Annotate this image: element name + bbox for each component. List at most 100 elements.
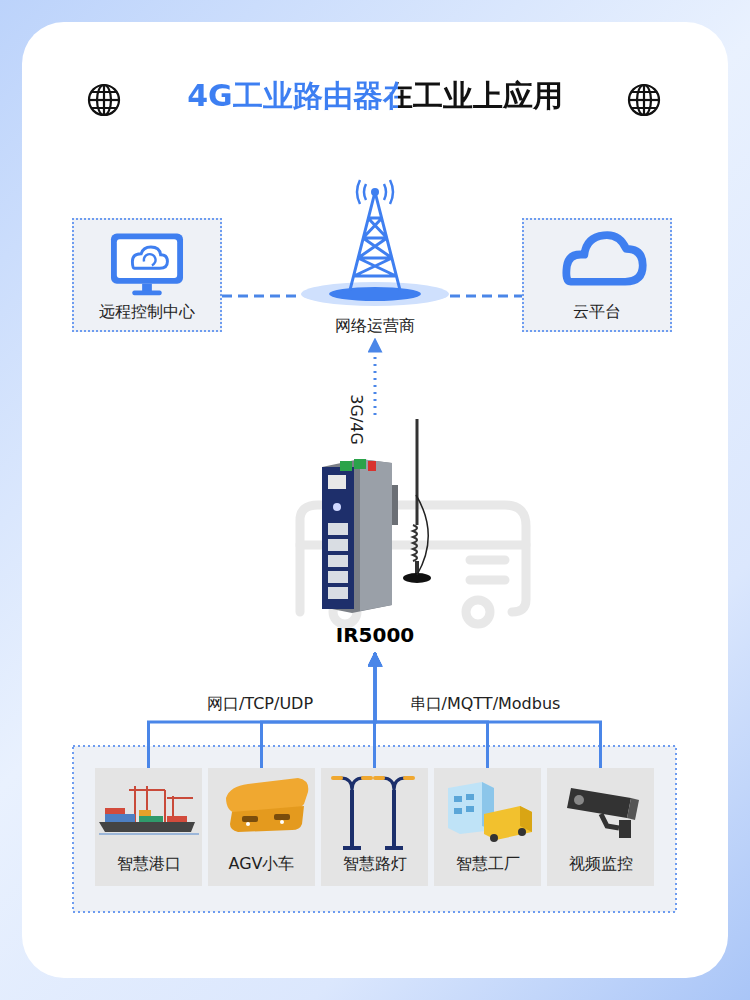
scenario-box: 智慧工厂	[434, 768, 541, 886]
lamp-icon-part	[343, 846, 361, 850]
factory-icon-part	[466, 806, 474, 812]
lamp-icon-part	[361, 776, 373, 780]
camera-icon-part	[619, 820, 631, 838]
monitor-icon-part	[142, 284, 152, 292]
edge-label: 网口/TCP/UDP	[204, 694, 316, 713]
globe-icon	[89, 85, 119, 115]
lamp-icon-part	[373, 776, 385, 780]
tower-icon-part	[357, 180, 393, 204]
router-icon-part	[328, 571, 348, 583]
bus-watermark-part	[470, 560, 505, 580]
connector	[375, 653, 601, 768]
bus-watermark-part	[466, 600, 490, 624]
device-node: IR5000	[300, 415, 450, 652]
node-label: 智慧工厂	[456, 854, 520, 874]
router-icon-part	[354, 459, 366, 469]
lamp-icon-part	[331, 776, 343, 780]
camera-icon-part	[574, 795, 584, 805]
edge-label: 3G/4G	[346, 392, 365, 449]
port-icon-part	[129, 786, 193, 824]
router-icon-part	[413, 525, 417, 561]
monitor-icon-part	[144, 254, 156, 265]
router-icon	[300, 415, 450, 652]
lamp-icon-part	[331, 776, 415, 780]
agv-icon-part	[280, 820, 284, 824]
scenario-box: AGV小车	[208, 768, 315, 886]
endpoint-box: 远程控制中心	[72, 218, 222, 332]
node-label: AGV小车	[228, 854, 294, 874]
scenario-box: 智慧路灯	[321, 768, 428, 886]
globe-icon-part	[643, 85, 645, 115]
agv-icon-part	[274, 814, 290, 820]
connector	[222, 295, 300, 298]
lamp-icon-part	[341, 778, 405, 790]
globe-icon	[629, 85, 659, 115]
router-icon-part	[416, 419, 419, 525]
connector	[149, 653, 376, 768]
router-icon-part	[392, 485, 398, 525]
node-label: 云平台	[573, 302, 621, 322]
globe-icon-part	[89, 85, 119, 115]
factory-icon-part	[454, 796, 462, 802]
factory-icon-part	[454, 808, 462, 814]
router-icon-part	[328, 539, 348, 551]
node-label: 智慧港口	[117, 854, 181, 874]
router-icon-part	[333, 503, 341, 511]
title-bar: 4G工业路由器在工业上应用	[0, 76, 750, 117]
node-label: 远程控制中心	[99, 302, 195, 322]
router-icon-part	[328, 555, 348, 567]
globe-icon-part	[629, 85, 659, 115]
node-label: 智慧路灯	[343, 854, 407, 874]
factory-icon-part	[454, 794, 474, 814]
port-icon-part	[105, 814, 135, 822]
cloud-icon-part	[566, 235, 642, 282]
monitor-icon-part	[111, 234, 183, 284]
router-icon-part	[322, 467, 354, 609]
tower-icon-part	[371, 188, 379, 196]
monitor-icon-part	[132, 247, 167, 268]
tower-icon-part	[350, 192, 400, 290]
edge-label: 串口/MQTT/Modbus	[407, 694, 564, 713]
port-icon-part	[105, 808, 125, 814]
router-icon-part	[328, 523, 348, 535]
port-icon-part	[99, 822, 195, 832]
factory-icon-part	[484, 806, 532, 840]
node-label: 网络运营商	[335, 316, 415, 336]
port-icon-part	[167, 796, 193, 824]
tower-icon-part	[329, 287, 421, 301]
router-icon-part	[328, 475, 346, 489]
lamp-icon-part	[385, 846, 403, 850]
port-icon-part	[139, 816, 163, 822]
node-label: 视频监控	[569, 854, 633, 874]
scenario-box: 智慧港口	[95, 768, 202, 886]
connector	[374, 339, 377, 415]
agv-icon-part	[242, 816, 258, 822]
monitor-icon-part	[132, 290, 161, 295]
router-icon-part	[416, 495, 428, 575]
device-label: IR5000	[336, 623, 415, 648]
lamp-icon-part	[392, 790, 396, 848]
lamp-icon-part	[343, 790, 403, 850]
monitor-icon-part	[117, 239, 177, 278]
router-icon-part	[328, 587, 348, 599]
agv-icon-part	[230, 806, 304, 832]
router-icon-part	[368, 461, 376, 471]
connector	[450, 295, 522, 298]
router-icon-part	[322, 459, 392, 613]
title-text: 4G工业路由器在工业上应用	[187, 78, 563, 113]
router-icon-part	[360, 459, 392, 611]
lamp-icon-part	[403, 776, 415, 780]
port-icon-part	[99, 833, 199, 835]
tower-icon	[300, 178, 450, 338]
tower-icon-part	[350, 180, 400, 290]
factory-icon-part	[490, 834, 498, 842]
camera-icon-part	[567, 788, 631, 818]
camera-icon-part	[627, 798, 639, 820]
port-icon-part	[139, 810, 151, 816]
camera-icon-part	[601, 814, 619, 828]
scenario-container	[73, 746, 676, 912]
factory-icon-part	[518, 828, 526, 836]
factory-icon-part	[466, 794, 474, 800]
